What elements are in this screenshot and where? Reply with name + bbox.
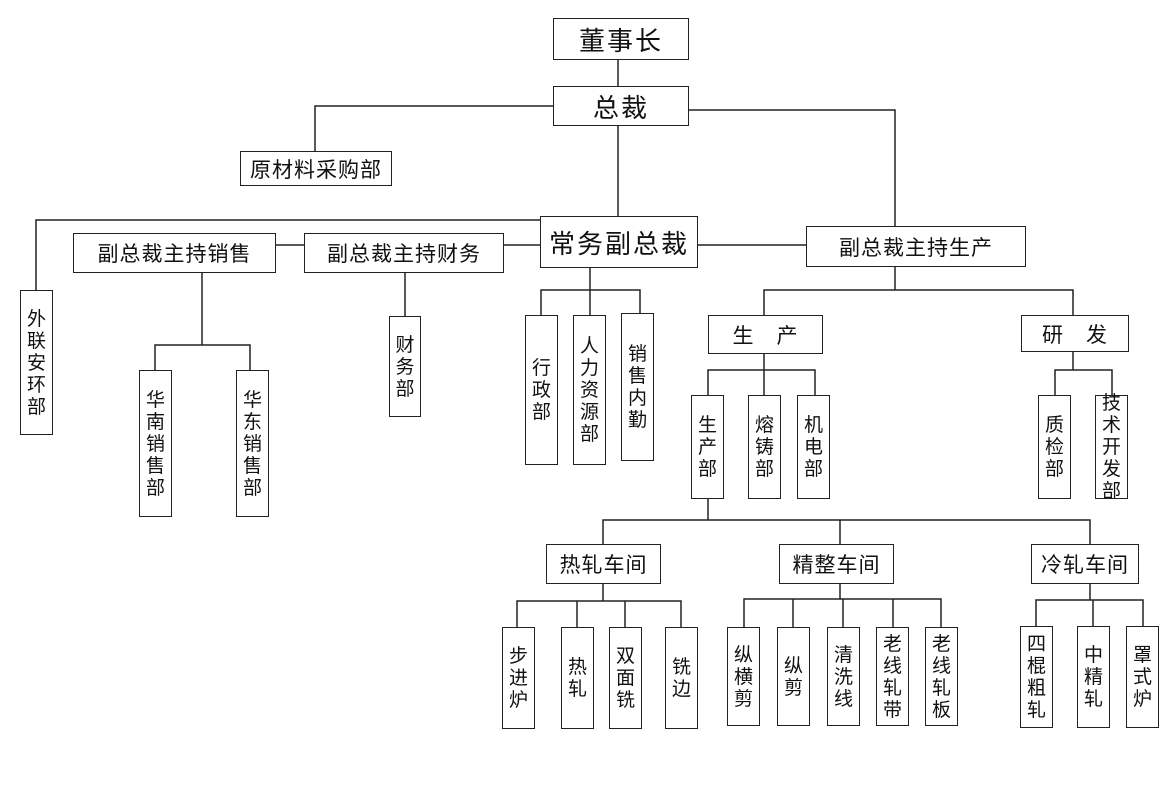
- connector-9: [154, 344, 251, 370]
- node-four-high-roughing: 四棍粗轧: [1020, 626, 1053, 728]
- node-finance-dept: 财务部: [389, 316, 421, 417]
- node-slitting: 纵剪: [777, 627, 810, 726]
- node-double-milling: 双面铣: [609, 627, 642, 729]
- node-cold-rolling-shop: 冷轧车间: [1031, 544, 1139, 584]
- node-evp: 常务副总裁: [540, 216, 698, 268]
- node-intermediate-rolling: 中精轧: [1077, 626, 1110, 728]
- connector-25: [516, 600, 682, 627]
- node-finishing-shop: 精整车间: [779, 544, 894, 584]
- connector-22: [602, 519, 1091, 544]
- node-old-line-strip: 老线轧带: [876, 627, 909, 726]
- node-sales-office: 销售内勤: [621, 313, 654, 461]
- node-walking-furnace: 步进炉: [502, 627, 535, 729]
- node-chairman: 董事长: [553, 18, 689, 60]
- node-procurement: 原材料采购部: [240, 151, 392, 186]
- node-south-china-sales: 华南销售部: [139, 370, 172, 517]
- connector-20: [1054, 369, 1113, 395]
- node-casting-dept: 熔铸部: [748, 395, 781, 499]
- node-mech-elec-dept: 机电部: [797, 395, 830, 499]
- node-president: 总裁: [553, 86, 689, 126]
- node-vp-finance: 副总裁主持财务: [304, 233, 504, 273]
- node-ext-safety-env: 外联安环部: [20, 290, 53, 435]
- node-old-line-plate: 老线轧板: [925, 627, 958, 726]
- node-hr-dept: 人力资源部: [573, 315, 606, 465]
- connector-4: [35, 219, 540, 290]
- node-qc-dept: 质检部: [1038, 395, 1071, 499]
- node-production-dept: 生产部: [691, 395, 724, 499]
- node-vp-sales: 副总裁主持销售: [73, 233, 276, 273]
- node-rnd: 研 发: [1021, 315, 1129, 352]
- connector-15: [763, 289, 1074, 315]
- node-cross-cut: 纵横剪: [727, 627, 760, 726]
- node-hot-rolling: 热轧: [561, 627, 594, 729]
- connector-3: [689, 109, 896, 226]
- node-cleaning-line: 清洗线: [827, 627, 860, 726]
- node-hot-rolling-shop: 热轧车间: [546, 544, 661, 584]
- connector-34: [1035, 599, 1144, 626]
- node-production: 生 产: [708, 315, 823, 354]
- connector-1: [314, 105, 553, 151]
- node-vp-production: 副总裁主持生产: [806, 226, 1026, 267]
- node-bell-furnace: 罩式炉: [1126, 626, 1159, 728]
- node-east-china-sales: 华东销售部: [236, 370, 269, 517]
- node-admin-dept: 行政部: [525, 315, 558, 465]
- connector-17: [707, 369, 816, 395]
- node-tech-dev-dept: 技术开发部: [1095, 392, 1128, 502]
- node-edge-milling: 铣边: [665, 627, 698, 729]
